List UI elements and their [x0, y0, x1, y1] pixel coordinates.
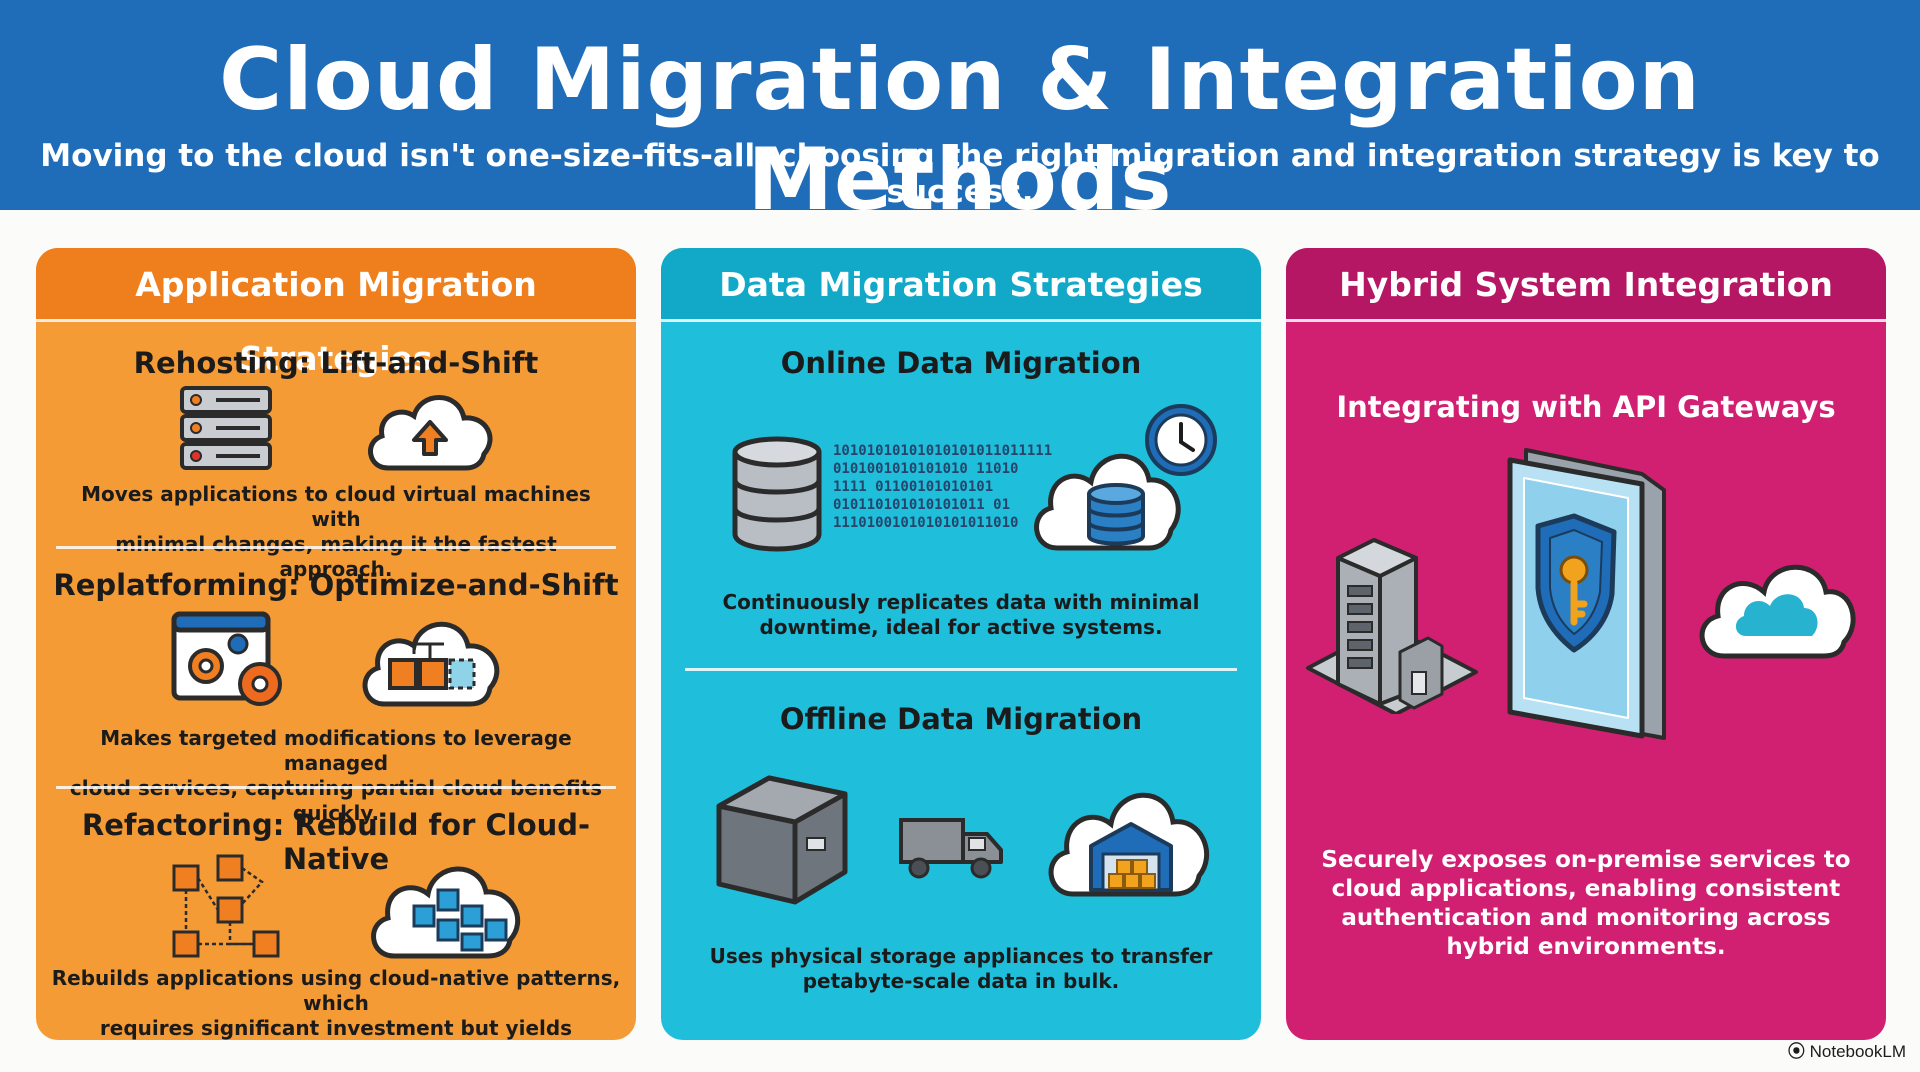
text-line: authentication and monitoring across	[1341, 905, 1831, 931]
section-title-online-migration: Online Data Migration	[780, 346, 1142, 380]
clock-icon	[1145, 404, 1217, 476]
section-divider	[685, 668, 1237, 671]
brand-badge: ⦿ NotebookLM	[1788, 1037, 1906, 1062]
text-line: requires significant investment but yiel…	[99, 1016, 573, 1040]
cloud-puzzle-icon	[362, 621, 500, 707]
text-line: minimal changes, making it the fastest a…	[115, 532, 557, 581]
shield-key-gateway-icon	[1507, 448, 1666, 740]
text-line: downtime, ideal for active systems.	[759, 615, 1163, 639]
text-line: petabyte-scale data in bulk.	[802, 969, 1120, 993]
section-text-refactoring: Rebuilds applications using cloud-native…	[46, 966, 626, 1040]
section-text-online-migration: Continuously replicates data with minima…	[681, 590, 1241, 640]
binary-line: 1111 01100101010101	[833, 479, 994, 495]
binary-line: 10101010101010101011011111	[833, 443, 1053, 459]
section-title-rehosting: Rehosting: Lift-and-Shift	[133, 346, 539, 380]
section-divider	[56, 546, 616, 549]
section-title-offline-migration: Offline Data Migration	[779, 702, 1143, 736]
section-title-replatforming: Replatforming: Optimize-and-Shift	[53, 568, 619, 602]
panel-heading: Hybrid System Integration	[1286, 248, 1886, 322]
microservice-cubes-icon	[172, 854, 280, 958]
text-line: hybrid environments.	[1446, 934, 1726, 960]
page-title: Cloud Migration & Integration Methods	[219, 30, 1701, 230]
text-line: Makes targeted modifications to leverage…	[100, 726, 572, 775]
cloud-database-icon	[1034, 453, 1181, 551]
panel-application-migration: Application Migration Strategies Rehosti…	[36, 248, 636, 1040]
text-line: Securely exposes on-premise services to	[1321, 847, 1851, 873]
cloud-icon	[1699, 564, 1856, 659]
on-premise-building-icon	[1306, 538, 1478, 714]
panel-heading: Application Migration Strategies	[36, 248, 636, 378]
section-text-offline-migration: Uses physical storage appliances to tran…	[681, 944, 1241, 994]
text-line: Continuously replicates data with minima…	[722, 590, 1200, 614]
cloud-upload-icon	[368, 395, 493, 471]
truck-icon	[899, 818, 1003, 879]
brand-logo-icon: ⦿	[1787, 1042, 1810, 1061]
binary-line: 1110100101010101011010	[833, 515, 1019, 531]
text-line: Rebuilds applications using cloud-native…	[51, 966, 621, 1015]
cloud-cubes-icon	[371, 866, 521, 959]
brand-name: NotebookLM	[1809, 1042, 1906, 1061]
header-banner: Cloud Migration & Integration Methods Mo…	[0, 0, 1920, 230]
section-text-api-gateways: Securely exposes on-premise services to …	[1306, 846, 1866, 962]
server-rack-icon	[180, 386, 272, 470]
binary-line: 0101001010101010 11010	[833, 461, 1019, 477]
section-text-rehosting: Moves applications to cloud virtual mach…	[56, 482, 616, 582]
text-line: cloud applications, enabling consistent	[1331, 876, 1841, 902]
section-title-refactoring: Refactoring: Rebuild for Cloud-Native	[81, 808, 591, 876]
binary-stream-icon: 10101010101010101011011111 0101001010101…	[833, 442, 1053, 532]
app-gears-icon	[171, 611, 282, 706]
section-title-api-gateways: Integrating with API Gateways	[1336, 390, 1836, 424]
panel-heading: Data Migration Strategies	[661, 248, 1261, 322]
section-divider	[56, 786, 616, 789]
panel-data-migration: Data Migration Strategies Online Data Mi…	[661, 248, 1261, 1040]
text-line: Moves applications to cloud virtual mach…	[81, 482, 591, 531]
panel-hybrid-integration: Hybrid System Integration Integrating wi…	[1286, 248, 1886, 1040]
page-subtitle: Moving to the cloud isn't one-size-fits-…	[40, 138, 1880, 210]
storage-appliance-icon	[716, 775, 848, 905]
text-line: Uses physical storage appliances to tran…	[709, 944, 1213, 968]
cloud-warehouse-icon	[1048, 792, 1210, 897]
database-icon	[732, 436, 822, 552]
binary-line: 010110101010101011 01	[833, 497, 1011, 513]
